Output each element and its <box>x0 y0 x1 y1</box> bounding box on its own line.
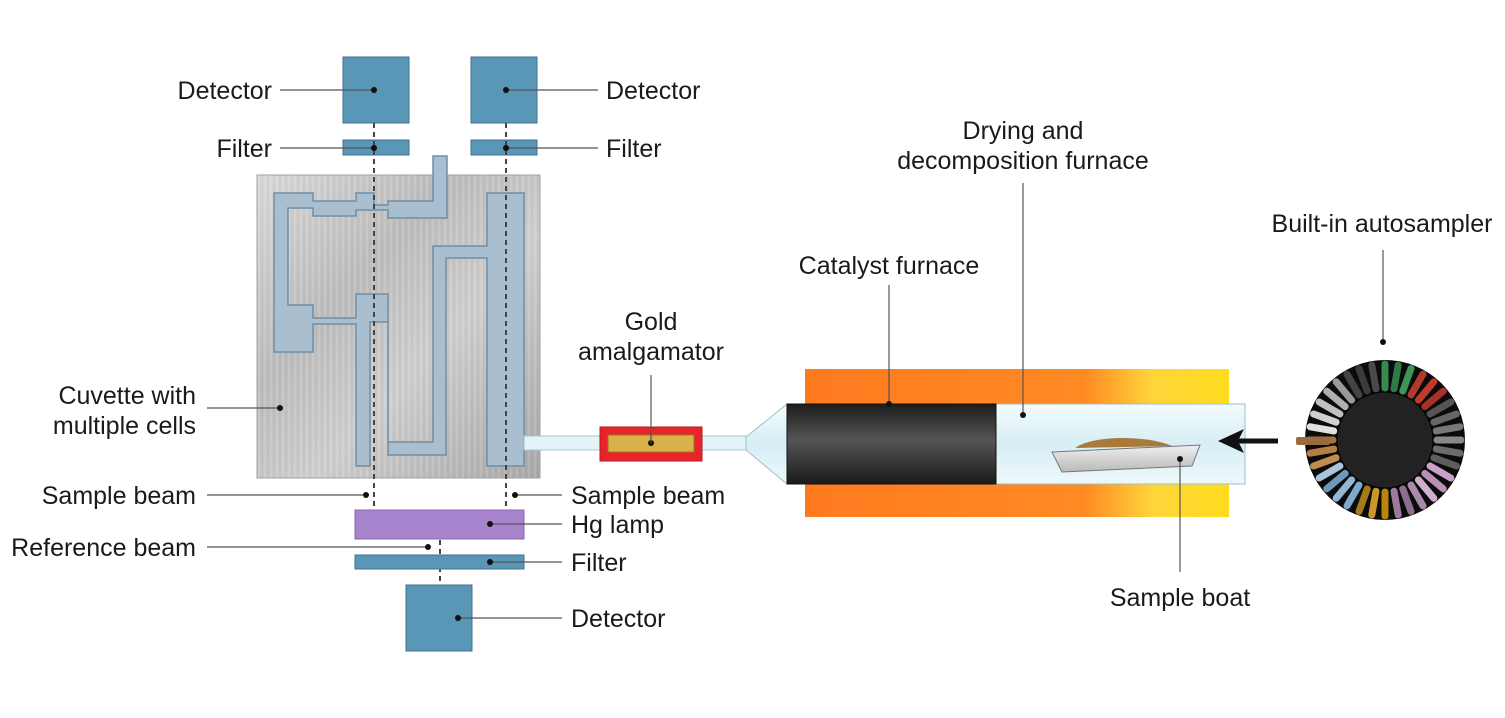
feed-arrow <box>1218 429 1278 453</box>
sampler-vial <box>1421 469 1447 493</box>
sampler-vial <box>1368 487 1380 519</box>
sampler-vial <box>1407 370 1427 399</box>
label-detector-top-left: Detector <box>178 77 272 105</box>
sampler-vial <box>1390 487 1402 519</box>
label-catalyst-furnace: Catalyst furnace <box>799 252 980 280</box>
sampler-vial <box>1414 378 1438 404</box>
sampler-vial <box>1355 365 1371 395</box>
label-filter-top-right: Filter <box>606 135 662 163</box>
sampler-vial <box>1430 454 1460 470</box>
sampler-vial <box>1323 387 1349 411</box>
sampler-vial <box>1430 410 1460 426</box>
label-detector-bottom: Detector <box>571 605 665 633</box>
label-filter-top-left: Filter <box>216 135 272 163</box>
tube-funnel <box>745 402 788 486</box>
leader-lines <box>207 87 1386 621</box>
label-sample-boat: Sample boat <box>1110 584 1250 612</box>
label-detector-top-right: Detector <box>606 77 700 105</box>
label-drying-line2: decomposition furnace <box>897 147 1149 175</box>
sampler-vial <box>1432 423 1464 435</box>
sampler-vial <box>1407 481 1427 510</box>
sampler-vial <box>1310 410 1340 426</box>
sampler-vial <box>1310 454 1340 470</box>
cuvette-block <box>256 155 541 479</box>
sampler-vial <box>1368 361 1380 393</box>
sampler-vial <box>1414 476 1438 502</box>
label-sample-beam-left: Sample beam <box>42 482 196 510</box>
sampler-vial <box>1426 462 1455 482</box>
label-drying-line1: Drying and <box>963 117 1084 145</box>
sampler-vial <box>1343 481 1363 510</box>
sampler-vial <box>1343 370 1363 399</box>
sampler-vial <box>1315 462 1344 482</box>
sample-boat <box>1051 438 1201 473</box>
label-hg-lamp: Hg lamp <box>571 511 664 539</box>
label-autosampler: Built-in autosampler <box>1272 210 1493 238</box>
sampler-vial <box>1399 485 1415 515</box>
label-reference-beam: Reference beam <box>11 534 196 562</box>
label-cuvette-line1: Cuvette with <box>58 382 196 410</box>
sampler-vial <box>1315 398 1344 418</box>
sampler-vial <box>1399 365 1415 395</box>
sampler-vial <box>1355 485 1371 515</box>
sampler-vial <box>1332 378 1356 404</box>
label-cuvette-line2: multiple cells <box>53 412 196 440</box>
autosampler <box>1296 360 1465 520</box>
sampler-vial <box>1421 387 1447 411</box>
catalyst-cylinder <box>786 403 997 485</box>
label-sample-beam-right: Sample beam <box>571 482 725 510</box>
label-gold-line1: Gold <box>625 308 678 336</box>
sampler-vial <box>1323 469 1349 493</box>
sampler-vials <box>1305 360 1465 520</box>
sampler-vial <box>1390 361 1402 393</box>
sampler-vial <box>1306 423 1338 435</box>
label-gold-line2: amalgamator <box>578 338 724 366</box>
sampler-vial <box>1426 398 1455 418</box>
sampler-vial <box>1306 445 1338 457</box>
label-filter-bottom: Filter <box>571 549 627 577</box>
sampler-vial <box>1332 476 1356 502</box>
sampler-vial <box>1432 445 1464 457</box>
